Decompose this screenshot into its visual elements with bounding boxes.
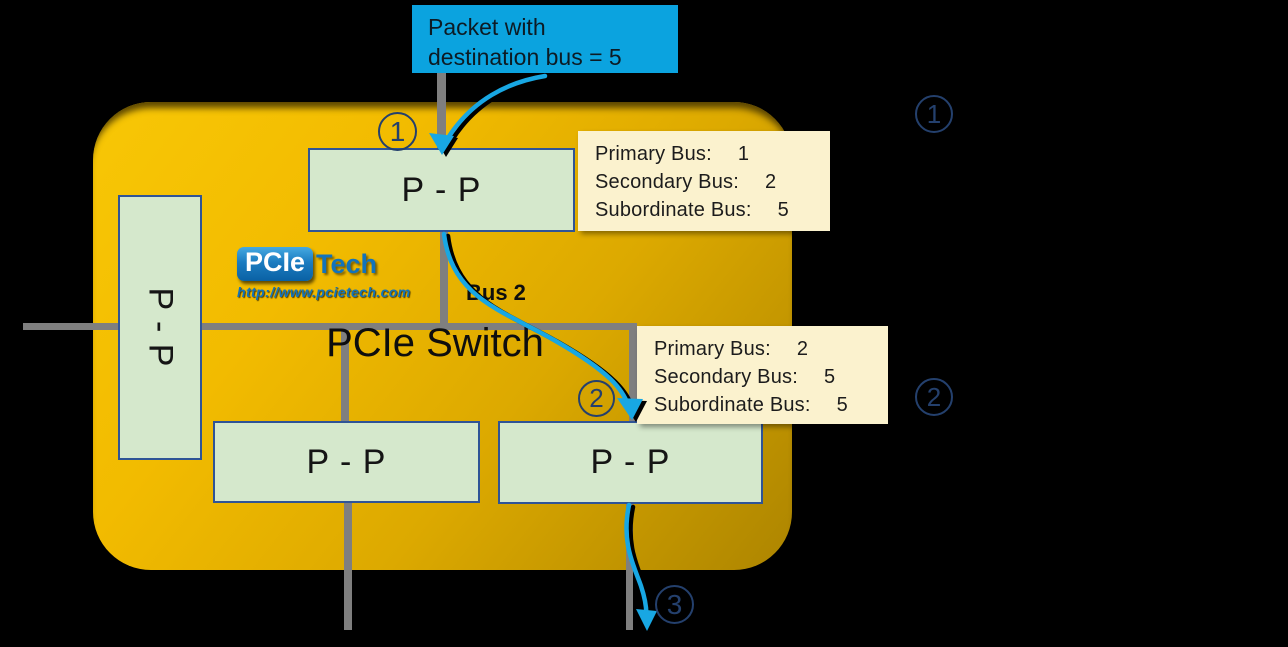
ann2-secondary-label: Secondary Bus: [654, 366, 798, 388]
bridge-bottom-right-label: P - P [590, 443, 671, 481]
annotation-row: Primary Bus: 1 [595, 140, 830, 168]
packet-callout-line2: destination bus = 5 [428, 44, 622, 70]
switch-title: PCIe Switch [326, 321, 544, 365]
ann1-primary-label: Primary Bus: [595, 143, 712, 165]
ann1-primary-value: 1 [737, 143, 750, 165]
logo-pcie-badge: PCIe [237, 247, 314, 281]
bridge-bottom-left-label: P - P [306, 442, 387, 481]
annotation-row: Subordinate Bus: 5 [654, 391, 888, 419]
top-bridge-to-bus-line [440, 230, 448, 327]
bottom-left-downstream-line [344, 501, 352, 630]
ann2-subordinate-label: Subordinate Bus: [654, 394, 811, 416]
logo-url-text: http://www.pcietech.com [237, 284, 411, 300]
upstream-link-line [437, 72, 446, 150]
annotation-row: Primary Bus: 2 [654, 335, 888, 363]
bridge-bottom-left: P - P [213, 421, 480, 503]
ann2-secondary-value: 5 [824, 366, 836, 388]
annotation-row: Secondary Bus: 2 [595, 168, 830, 196]
bus-2-label: Bus 2 [466, 280, 526, 305]
bridge-top: P - P [308, 148, 575, 232]
bridge-top-label: P - P [401, 170, 482, 209]
bridge-left: P - P [118, 195, 202, 460]
internal-bus-line [23, 323, 637, 330]
ann2-subordinate-value: 5 [836, 394, 848, 416]
ann1-secondary-value: 2 [765, 171, 777, 193]
ann1-subordinate-value: 5 [777, 199, 789, 221]
annotation-row: Secondary Bus: 5 [654, 363, 888, 391]
margin-step-1-badge: 1 [915, 95, 953, 133]
step-3-badge: 3 [655, 585, 694, 624]
ann1-subordinate-label: Subordinate Bus: [595, 199, 752, 221]
bridge-bottom-right: P - P [498, 421, 763, 504]
bus-to-bottom-left-bridge-line [341, 327, 349, 423]
ann1-secondary-label: Secondary Bus: [595, 171, 739, 193]
annotation-row: Subordinate Bus: 5 [595, 196, 830, 224]
logo-tech-text: Tech [316, 248, 378, 279]
margin-step-2-badge: 2 [915, 378, 953, 416]
ann2-primary-value: 2 [796, 338, 809, 360]
step-1-badge: 1 [378, 112, 417, 151]
ann2-primary-label: Primary Bus: [654, 338, 771, 360]
bus-config-annotation-2: Primary Bus: 2 Secondary Bus: 5 Subordin… [637, 326, 888, 424]
route-arrowhead-3 [636, 609, 657, 631]
pcietech-logo: PCIe Tech http://www.pcietech.com [237, 247, 411, 300]
packet-callout: Packet with destination bus = 5 [412, 5, 678, 73]
bridge-left-label: P - P [141, 287, 180, 368]
bottom-right-downstream-line [626, 503, 633, 630]
bus-to-bottom-right-bridge-line [629, 327, 637, 423]
packet-callout-line1: Packet with [428, 14, 546, 40]
step-2-badge: 2 [578, 380, 615, 417]
bus-config-annotation-1: Primary Bus: 1 Secondary Bus: 2 Subordin… [578, 131, 830, 231]
